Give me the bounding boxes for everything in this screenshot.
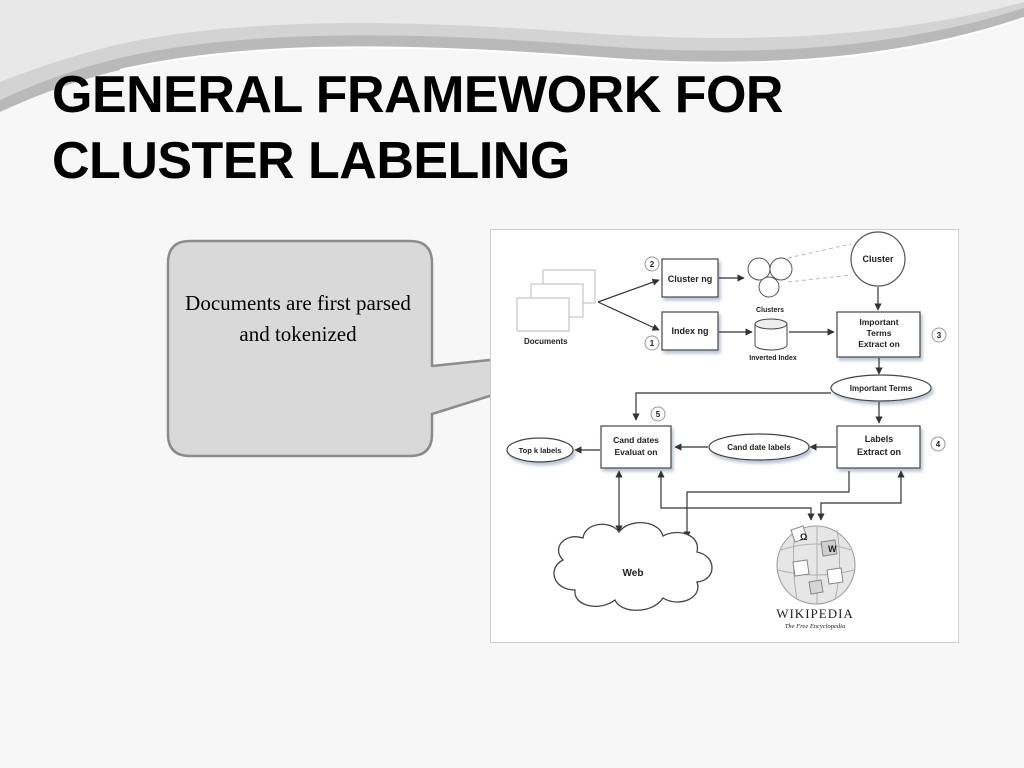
candidate-labels-label: Cand date labels (727, 443, 791, 452)
extraction-line-1: Important (859, 317, 898, 327)
svg-text:W: W (828, 544, 837, 554)
step-3-badge: 3 (937, 331, 942, 340)
documents-icon (516, 269, 596, 332)
labels-extraction-box: Labels Extract on (836, 425, 921, 469)
clustering-label: Cluster ng (668, 274, 713, 284)
header-swoosh (0, 0, 1024, 112)
extraction-line-3: Extract on (858, 339, 900, 349)
important-terms-label: Important Terms (850, 384, 913, 393)
slide-title: GENERAL FRAMEWORK FOR CLUSTER LABELING (52, 62, 783, 194)
important-terms-extraction-box: Important Terms Extract on (836, 311, 921, 358)
wikipedia-logo-title: WIKIPEDIA (776, 606, 854, 621)
top-k-labels-ellipse: Top k labels (506, 437, 574, 463)
candidates-evaluation-box: Cand dates Evaluat on (600, 425, 672, 469)
documents-label: Documents (524, 337, 568, 346)
indexing-label: Index ng (671, 326, 708, 336)
cluster-label: Cluster (862, 254, 894, 264)
step-2-badge: 2 (650, 260, 655, 269)
important-terms-ellipse: Important Terms (830, 374, 932, 402)
top-k-labels-label: Top k labels (519, 446, 562, 455)
framework-diagram: Documents Cluster ng 2 Index ng 1 Cluste… (490, 229, 959, 643)
step-5-badge: 5 (656, 410, 661, 419)
clusters-icon (747, 257, 793, 298)
slide-title-line-2: CLUSTER LABELING (52, 132, 570, 190)
candidates-eval-line-1: Cand dates (613, 435, 659, 445)
web-label: Web (623, 568, 644, 579)
candidate-labels-ellipse: Cand date labels (708, 433, 810, 461)
wikipedia-logo-subtitle: The Free Encyclopedia (785, 623, 845, 630)
inverted-index-icon (754, 318, 788, 351)
callout-text: Documents are first parsed and tokenized (185, 291, 411, 346)
candidates-eval-line-2: Evaluat on (615, 447, 658, 457)
extraction-line-2: Terms (867, 328, 892, 338)
indexing-box: Index ng (661, 311, 719, 351)
step-1-badge: 1 (650, 339, 655, 348)
labels-extraction-line-2: Extract on (857, 447, 901, 457)
web-cloud: Web (553, 522, 713, 611)
slide-title-line-1: GENERAL FRAMEWORK FOR (52, 66, 783, 124)
labels-extraction-line-1: Labels (865, 434, 894, 444)
clusters-label: Clusters (756, 307, 784, 314)
wikipedia-globe-icon: Ω W (776, 525, 856, 605)
clustering-box: Cluster ng (661, 258, 719, 298)
inverted-index-label: Inverted Index (749, 355, 797, 362)
svg-text:Ω: Ω (800, 532, 807, 542)
step-4-badge: 4 (936, 440, 941, 449)
cluster-circle: Cluster (850, 231, 906, 287)
